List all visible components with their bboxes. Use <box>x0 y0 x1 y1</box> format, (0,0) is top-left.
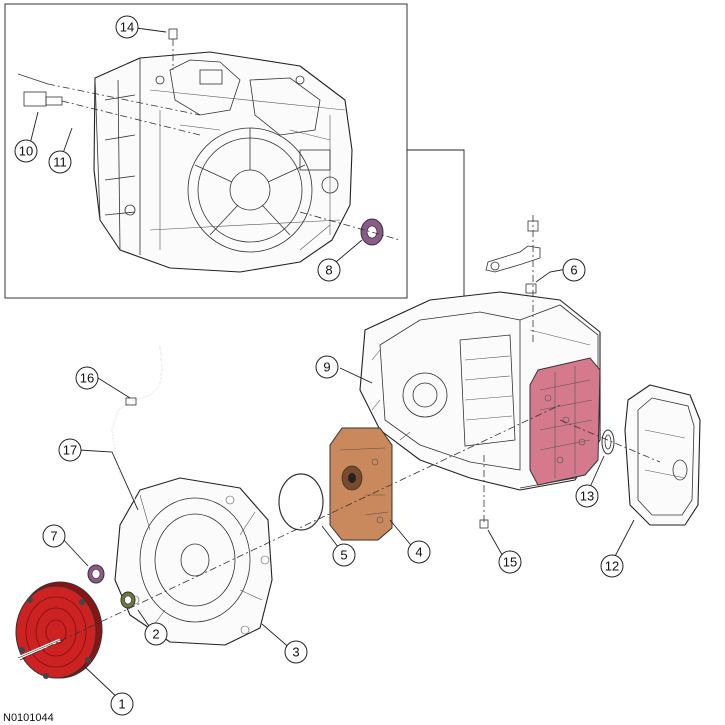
svg-text:4: 4 <box>415 545 422 560</box>
seal-7 <box>87 564 105 584</box>
svg-text:15: 15 <box>503 555 517 570</box>
svg-text:7: 7 <box>50 529 57 544</box>
callout-10: 10 <box>14 139 38 163</box>
callout-9: 9 <box>315 355 339 379</box>
dipstick-tube-16-17 <box>111 344 163 501</box>
svg-text:12: 12 <box>605 559 619 574</box>
svg-text:8: 8 <box>325 263 332 278</box>
callout-12: 12 <box>600 554 624 578</box>
callout-2: 2 <box>144 622 168 646</box>
oring-2 <box>120 591 136 609</box>
svg-text:13: 13 <box>580 489 594 504</box>
valve-body <box>529 357 601 486</box>
valve-axis <box>559 419 661 463</box>
filter-seal-13 <box>601 429 615 455</box>
callout-13: 13 <box>575 484 599 508</box>
oil-pan-12 <box>624 384 701 526</box>
callout-8: 8 <box>317 258 341 282</box>
bolt-14 <box>168 28 178 70</box>
svg-text:17: 17 <box>63 443 77 458</box>
figure-code: N0101044 <box>3 712 54 724</box>
seal-8 <box>299 211 401 246</box>
bracket-6 <box>485 215 541 345</box>
svg-text:5: 5 <box>340 548 347 563</box>
svg-text:10: 10 <box>19 144 33 159</box>
bell-housing-3 <box>114 477 273 646</box>
callout-15: 15 <box>498 550 522 574</box>
svg-text:11: 11 <box>53 155 67 170</box>
callout-11: 11 <box>48 150 72 174</box>
torque-converter-1 <box>15 581 103 679</box>
oring-5 <box>278 473 324 531</box>
callout-1: 1 <box>110 692 134 716</box>
svg-text:9: 9 <box>323 360 330 375</box>
svg-text:2: 2 <box>152 627 159 642</box>
callout-3: 3 <box>284 640 308 664</box>
sensor-10-and-bolt-11 <box>17 73 201 136</box>
inset-panel <box>4 3 466 329</box>
callout-16: 16 <box>75 366 99 390</box>
callout-4: 4 <box>407 540 431 564</box>
bolt-15 <box>479 455 489 529</box>
callout-14: 14 <box>115 15 139 39</box>
leader-lines <box>29 27 635 701</box>
svg-text:3: 3 <box>292 645 299 660</box>
callout-5: 5 <box>332 543 356 567</box>
svg-text:6: 6 <box>570 263 577 278</box>
svg-text:14: 14 <box>120 20 134 35</box>
assembly-axis <box>19 404 561 661</box>
assembled-transmission-drawing <box>93 51 353 273</box>
callout-17: 17 <box>58 438 82 462</box>
svg-text:16: 16 <box>80 371 94 386</box>
svg-text:1: 1 <box>118 697 125 712</box>
callout-7: 7 <box>42 524 66 548</box>
oil-pump-4 <box>329 427 393 541</box>
callout-6: 6 <box>562 258 586 282</box>
